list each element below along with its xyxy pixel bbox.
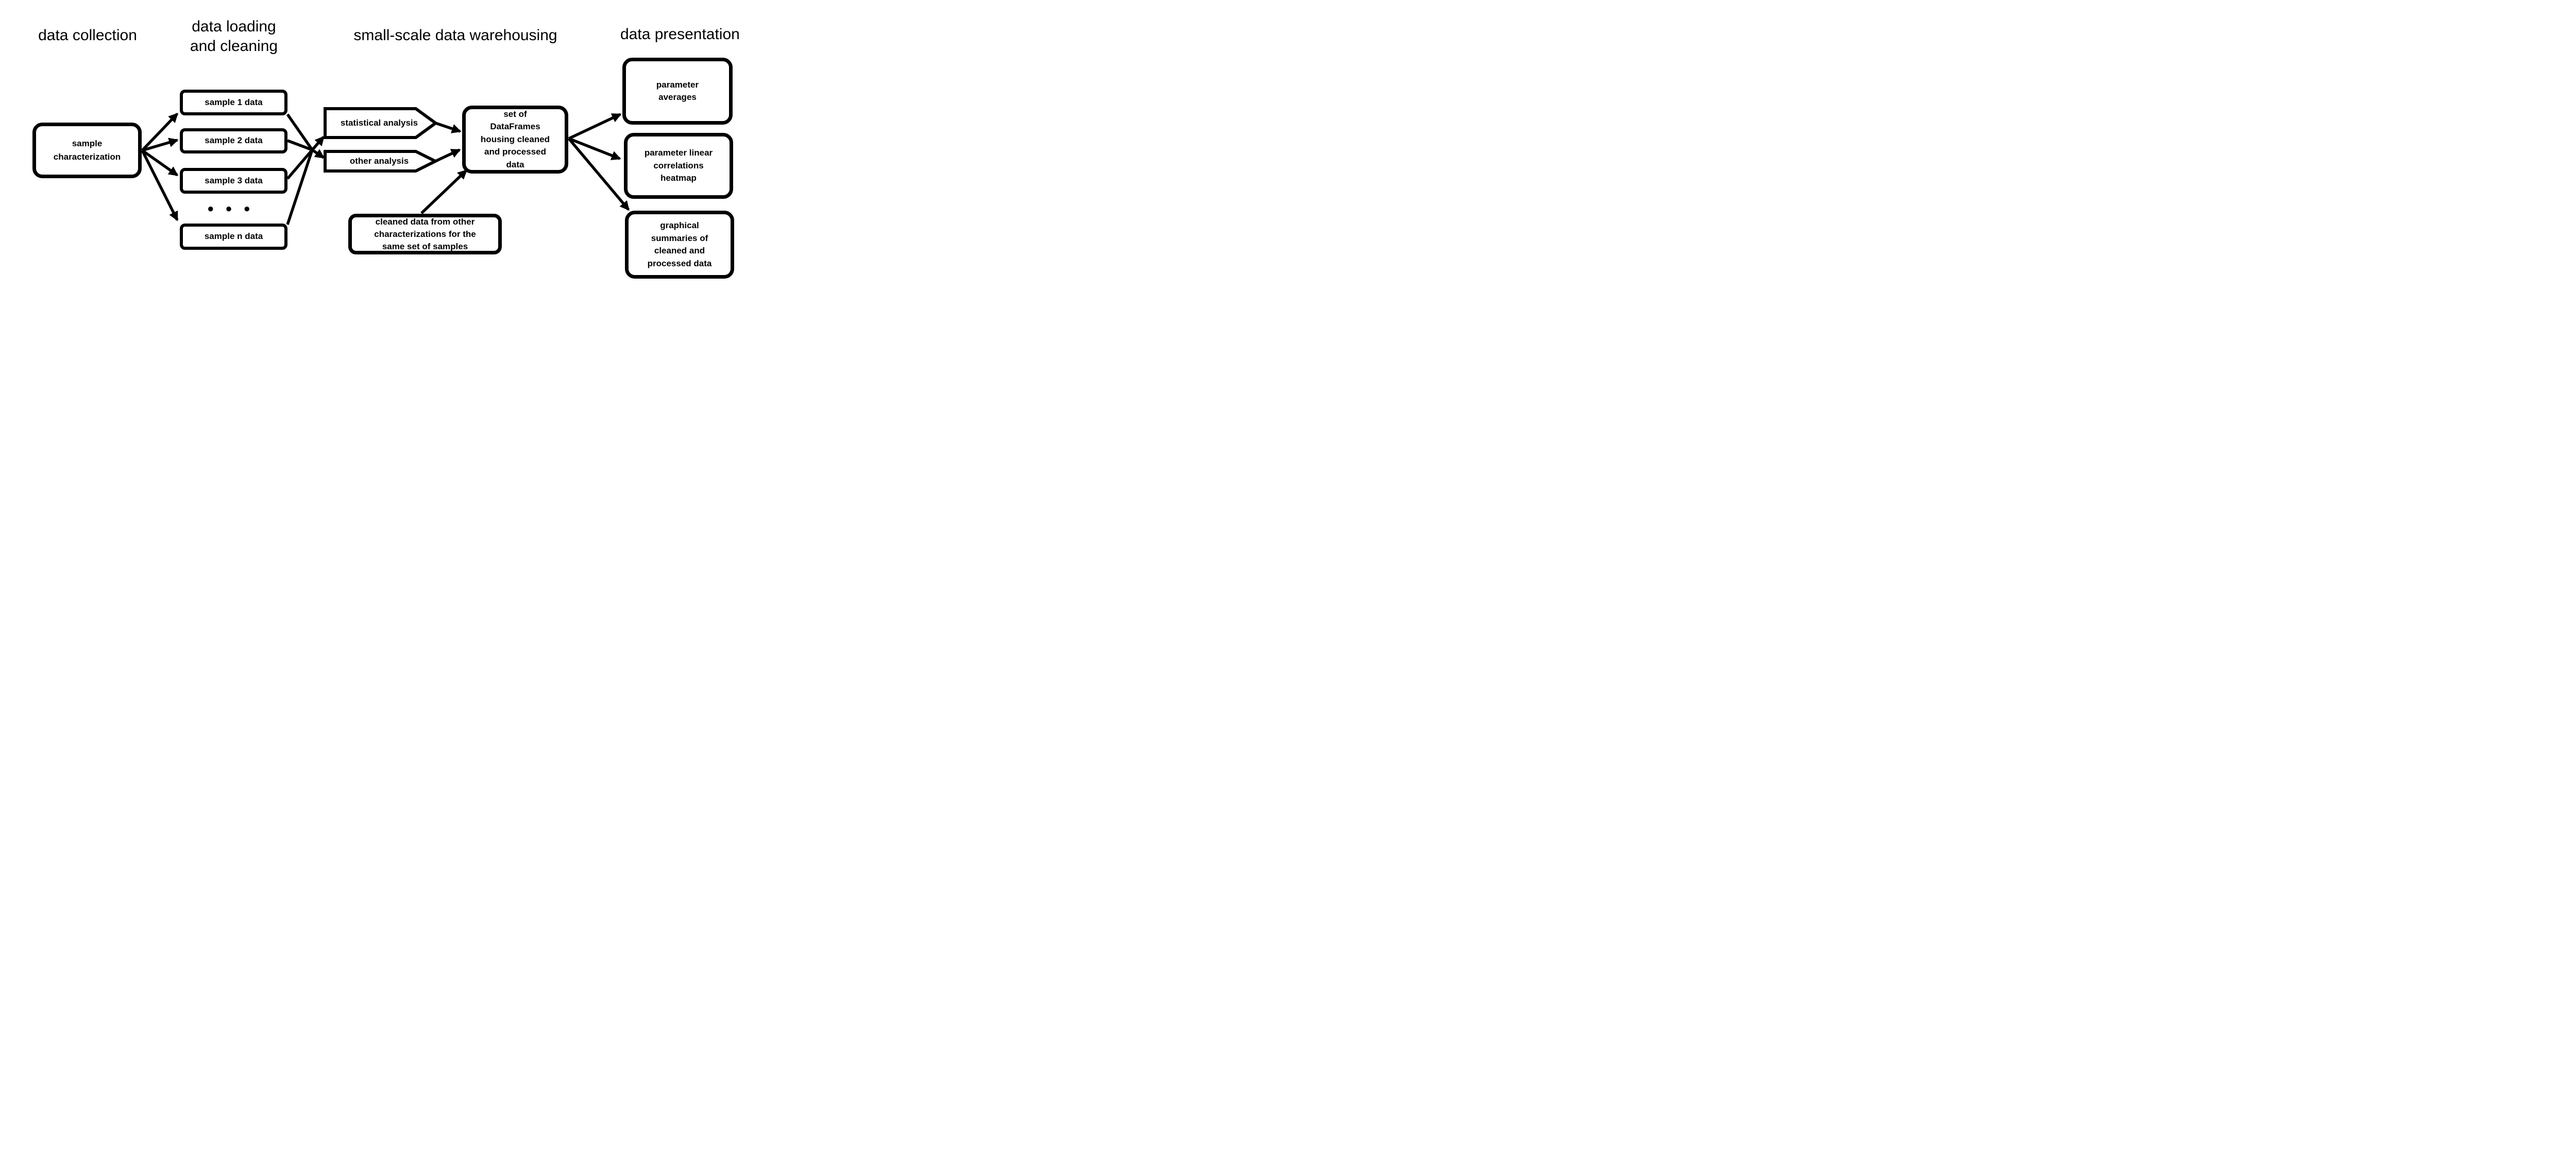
node-label: sample 2 data <box>205 135 263 146</box>
node-label-line: cleaned data from other <box>375 216 475 227</box>
arrows-junction-to-analyses <box>311 135 325 159</box>
node-label-line: processed data <box>647 258 712 268</box>
node-label: sample 1 data <box>205 97 263 107</box>
node-statistical-analysis-shape <box>324 107 438 139</box>
node-dataframes-set: set of DataFrames housing cleaned and pr… <box>462 106 568 174</box>
node-label-line: correlations <box>653 160 704 170</box>
node-other-analysis-label: other analysis <box>349 156 409 166</box>
node-label: sample n data <box>204 231 263 242</box>
node-sample-n-data: sample n data <box>180 224 287 250</box>
node-parameter-correlations-heatmap: parameter linear correlations heatmap <box>624 133 733 199</box>
node-label-line: summaries of <box>651 233 708 243</box>
node-label-line: sample <box>72 139 103 148</box>
header-line: and cleaning <box>190 38 278 55</box>
node-label-line: housing cleaned <box>480 134 550 144</box>
node-graphical-summaries: graphical summaries of cleaned and proce… <box>625 211 734 279</box>
node-label-line: data <box>506 159 524 169</box>
node-label: sample 3 data <box>205 175 263 185</box>
node-sample-2-data: sample 2 data <box>180 128 287 153</box>
node-cleaned-data-other-characterizations: cleaned data from other characterization… <box>348 214 502 254</box>
node-other-analysis-shape <box>324 150 439 173</box>
arrow-cleaned-to-dataframes <box>420 169 468 214</box>
node-label-line: characterizations for the <box>374 229 476 239</box>
node-statistical-analysis-label: statistical analysis <box>340 118 418 128</box>
column-header-data-collection: data collection <box>38 27 137 44</box>
node-sample-characterization: sample characterization <box>32 123 142 178</box>
node-label-line: characterization <box>53 152 121 162</box>
column-header-warehousing: small-scale data warehousing <box>353 27 557 44</box>
column-header-data-loading-cleaning: data loading and cleaning <box>182 17 285 56</box>
node-label-line: graphical <box>660 220 699 230</box>
arrows-collection-to-samples <box>141 112 179 221</box>
connector-arrows-layer <box>141 107 630 225</box>
node-label-line: same set of samples <box>382 241 468 251</box>
node-parameter-averages: parameter averages <box>622 58 733 125</box>
column-header-data-presentation: data presentation <box>620 26 740 43</box>
node-sample-1-data: sample 1 data <box>180 90 287 115</box>
node-sample-3-data: sample 3 data <box>180 168 287 194</box>
node-label-line: set of <box>503 109 527 119</box>
node-label-line: parameter linear <box>644 148 713 158</box>
node-label-line: DataFrames <box>490 122 540 132</box>
node-label-line: heatmap <box>660 173 697 183</box>
node-label-line: parameter <box>656 79 699 90</box>
arrows-dataframes-to-presentation <box>567 113 630 211</box>
lines-samples-to-junction <box>286 113 314 225</box>
node-label-line: averages <box>658 92 697 102</box>
arrows-analyses-to-dataframes <box>434 122 462 163</box>
data-pipeline-diagram: data collection data loading and cleanin… <box>0 0 788 291</box>
header-line: data loading <box>192 18 276 35</box>
ellipsis-dots-icon: ●●● <box>207 202 262 215</box>
node-label-line: cleaned and <box>654 246 705 255</box>
node-label-line: and processed <box>484 147 546 157</box>
